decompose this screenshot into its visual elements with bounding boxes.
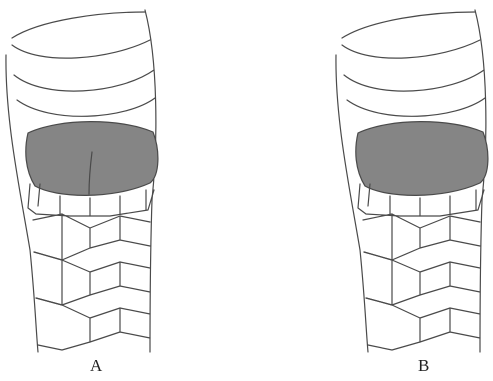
ventral-scale	[17, 98, 155, 116]
hex-scale	[90, 240, 150, 248]
hex-scale	[36, 298, 90, 350]
hex-scale	[420, 332, 480, 342]
hex-scale	[420, 286, 480, 295]
ventral-scale	[12, 40, 150, 58]
highlighted-plate	[356, 122, 488, 196]
body-diagram-a	[6, 10, 158, 352]
hex-scale	[420, 240, 480, 248]
panel-b-label: B	[418, 356, 429, 376]
hex-scale	[366, 298, 420, 350]
ventral-scale	[347, 98, 485, 116]
panel-a-label: A	[90, 356, 102, 376]
body-outline	[336, 55, 368, 352]
panel-a-diagram	[6, 10, 158, 352]
ventral-scale	[342, 40, 480, 58]
hex-scale	[90, 286, 150, 295]
highlighted-plate	[26, 122, 158, 196]
ventral-scale	[342, 12, 475, 38]
hex-scale	[90, 332, 150, 342]
body-diagram-b	[336, 10, 488, 352]
ventral-scale	[12, 12, 145, 38]
ventral-scale	[14, 70, 154, 91]
ventral-scale	[344, 70, 484, 91]
panel-b-diagram	[336, 10, 488, 352]
body-outline	[6, 55, 38, 352]
